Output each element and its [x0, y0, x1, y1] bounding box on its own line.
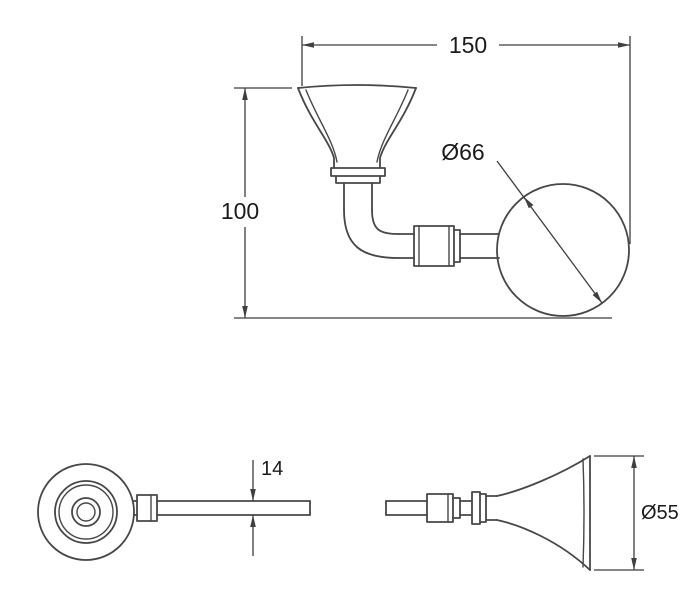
elbow-pipe	[343, 182, 500, 259]
dim-55-label: Ø55	[641, 502, 679, 524]
dim-14-label: 14	[261, 458, 283, 480]
dim-66: Ø66	[441, 139, 603, 304]
dim-150: 150	[301, 32, 631, 244]
dim-66-label: Ø66	[441, 139, 484, 165]
dim-100-label: 100	[221, 198, 259, 224]
flange-front-view: 14	[37, 458, 311, 561]
bell-profile	[297, 84, 417, 184]
assembly-side-view: 150 100 Ø66	[221, 32, 631, 319]
pipe-collar	[413, 225, 461, 267]
side-bell	[471, 455, 591, 571]
holder-ring	[496, 183, 630, 317]
side-arm-collar	[426, 493, 461, 523]
dim-14: 14	[250, 458, 283, 556]
dim-55: Ø55	[594, 455, 679, 571]
dim-100: 100	[221, 87, 612, 319]
front-arm-collar	[136, 494, 158, 522]
bell-side-view: Ø55	[385, 455, 679, 571]
side-arm	[385, 500, 473, 516]
flange-circles	[37, 463, 135, 561]
dim-150-label: 150	[449, 32, 487, 58]
front-arm	[132, 500, 311, 516]
